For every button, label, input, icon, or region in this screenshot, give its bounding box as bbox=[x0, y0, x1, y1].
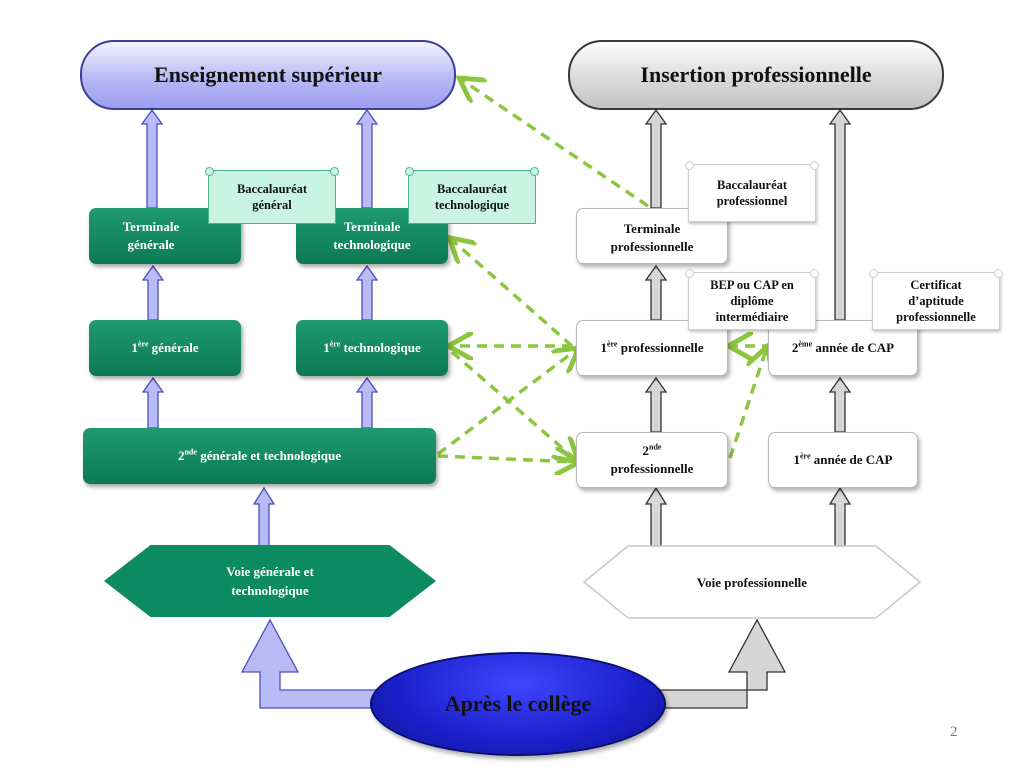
premiere-technologique-text: technologique bbox=[343, 340, 421, 355]
bac-general-label: Baccalauréat général bbox=[236, 182, 308, 212]
scroll-curl-icon bbox=[869, 269, 878, 278]
bac-pro-scroll: Baccalauréat professionnel bbox=[685, 161, 819, 222]
arrow-voiepro-to-2p bbox=[644, 486, 668, 547]
premiere-cap-sup: ère bbox=[800, 451, 811, 461]
scroll-curl-icon bbox=[330, 167, 339, 176]
link-1p-to-tt bbox=[452, 240, 574, 348]
premiere-technologique-box: 1ère technologique bbox=[296, 320, 448, 376]
certificat-scroll: Certificat d’aptitude professionnelle bbox=[869, 269, 1003, 330]
voie-professionnelle-hex bbox=[582, 545, 922, 619]
link-1t-to-2p bbox=[450, 350, 576, 460]
bep-cap-scroll: BEP ou CAP en diplôme intermédiaire bbox=[685, 269, 819, 330]
blue-arrows bbox=[140, 108, 381, 709]
seconde-gt-sup: nde bbox=[184, 447, 197, 457]
insertion-professionnelle-box: Insertion professionnelle bbox=[568, 40, 944, 110]
premiere-annee-cap-box: 1ère année de CAP bbox=[768, 432, 918, 488]
link-tp-to-sup bbox=[462, 80, 649, 208]
enseignement-superieur-box: Enseignement supérieur bbox=[80, 40, 456, 110]
arrow-2gt-to-1t bbox=[355, 376, 379, 429]
scroll-curl-icon bbox=[530, 167, 539, 176]
arrow-voiepro-to-1cap bbox=[828, 486, 852, 547]
deuxieme-cap-label: 2ème année de CAP bbox=[791, 339, 895, 355]
premiere-generale-text: générale bbox=[151, 340, 199, 355]
arrow-tg-to-sup bbox=[140, 108, 164, 209]
arrow-2p-to-1p bbox=[644, 376, 668, 433]
premiere-pro-sup: ère bbox=[606, 339, 618, 349]
scroll-curl-icon bbox=[685, 269, 694, 278]
arrow-tp-to-ins bbox=[644, 108, 668, 209]
arrow-tt-to-sup bbox=[355, 108, 379, 209]
premiere-pro-text: professionnelle bbox=[620, 340, 704, 355]
premiere-generale-box: 1ère générale bbox=[89, 320, 241, 376]
scroll-curl-icon bbox=[405, 167, 414, 176]
arrow-college-to-pro bbox=[659, 618, 787, 709]
link-2gt-to-2p bbox=[437, 456, 576, 462]
premiere-pro-label: 1ère professionnelle bbox=[600, 339, 704, 355]
deuxieme-cap-text: année de CAP bbox=[815, 340, 895, 355]
link-2p-to-2cap bbox=[728, 350, 766, 459]
arrow-voie-to-2gt bbox=[252, 486, 276, 547]
insertion-professionnelle-label: Insertion professionnelle bbox=[640, 62, 872, 87]
bac-technologique-label: Baccalauréat technologique bbox=[434, 182, 510, 212]
arrow-college-to-gt bbox=[240, 618, 381, 709]
scroll-curl-icon bbox=[685, 161, 694, 170]
terminale-pro-label: Terminale professionnelle bbox=[610, 221, 694, 254]
grey-arrows bbox=[644, 108, 852, 709]
premiere-technologique-label: 1ère technologique bbox=[323, 339, 421, 355]
arrow-1cap-to-2cap bbox=[828, 376, 852, 433]
arrow-2gt-to-1g bbox=[141, 376, 165, 429]
arrow-cap-to-ins bbox=[828, 108, 852, 321]
voie-generale-technologique-hex: Voie générale et technologique bbox=[104, 545, 436, 617]
page-number: 2 bbox=[950, 724, 958, 740]
bep-cap-label: BEP ou CAP en diplôme intermédiaire bbox=[710, 278, 794, 324]
apres-college-ellipse: Après le collège bbox=[370, 652, 666, 756]
voie-pro-label-box: Voie professionnelle bbox=[582, 544, 922, 620]
premiere-generale-sup: ère bbox=[137, 339, 149, 349]
terminale-technologique-label: Terminale technologique bbox=[333, 219, 411, 252]
scroll-curl-icon bbox=[994, 269, 1003, 278]
dashed-links bbox=[436, 80, 772, 462]
voie-pro-label: Voie professionnelle bbox=[696, 574, 808, 590]
deuxieme-cap-sup: ème bbox=[798, 339, 813, 349]
arrow-1t-to-tt bbox=[355, 264, 379, 321]
scroll-curl-icon bbox=[810, 161, 819, 170]
voie-gt-label: Voie générale et technologique bbox=[226, 564, 314, 598]
seconde-gt-text: générale et technologique bbox=[200, 448, 341, 463]
seconde-gt-label: 2nde générale et technologique bbox=[177, 447, 341, 463]
scroll-curl-icon bbox=[205, 167, 214, 176]
premiere-techno-sup: ère bbox=[329, 339, 341, 349]
enseignement-superieur-label: Enseignement supérieur bbox=[154, 62, 382, 87]
certificat-label: Certificat d’aptitude professionnelle bbox=[896, 278, 976, 324]
apres-college-label: Après le collège bbox=[444, 691, 592, 716]
arrow-1g-to-tg bbox=[141, 264, 165, 321]
premiere-cap-text: année de CAP bbox=[813, 452, 893, 467]
bac-technologique-scroll: Baccalauréat technologique bbox=[405, 167, 539, 224]
seconde-pro-sup: nde bbox=[649, 442, 662, 452]
seconde-pro-text: professionnelle bbox=[610, 461, 694, 476]
seconde-gt-box: 2nde générale et technologique bbox=[83, 428, 436, 484]
premiere-cap-label: 1ère année de CAP bbox=[793, 451, 893, 467]
terminale-generale-label: Terminale générale bbox=[122, 219, 180, 252]
premiere-generale-label: 1ère générale bbox=[131, 339, 199, 355]
arrow-1p-to-tp bbox=[644, 264, 668, 321]
scroll-curl-icon bbox=[810, 269, 819, 278]
bac-general-scroll: Baccalauréat général bbox=[205, 167, 339, 224]
bac-pro-label: Baccalauréat professionnel bbox=[716, 178, 788, 208]
